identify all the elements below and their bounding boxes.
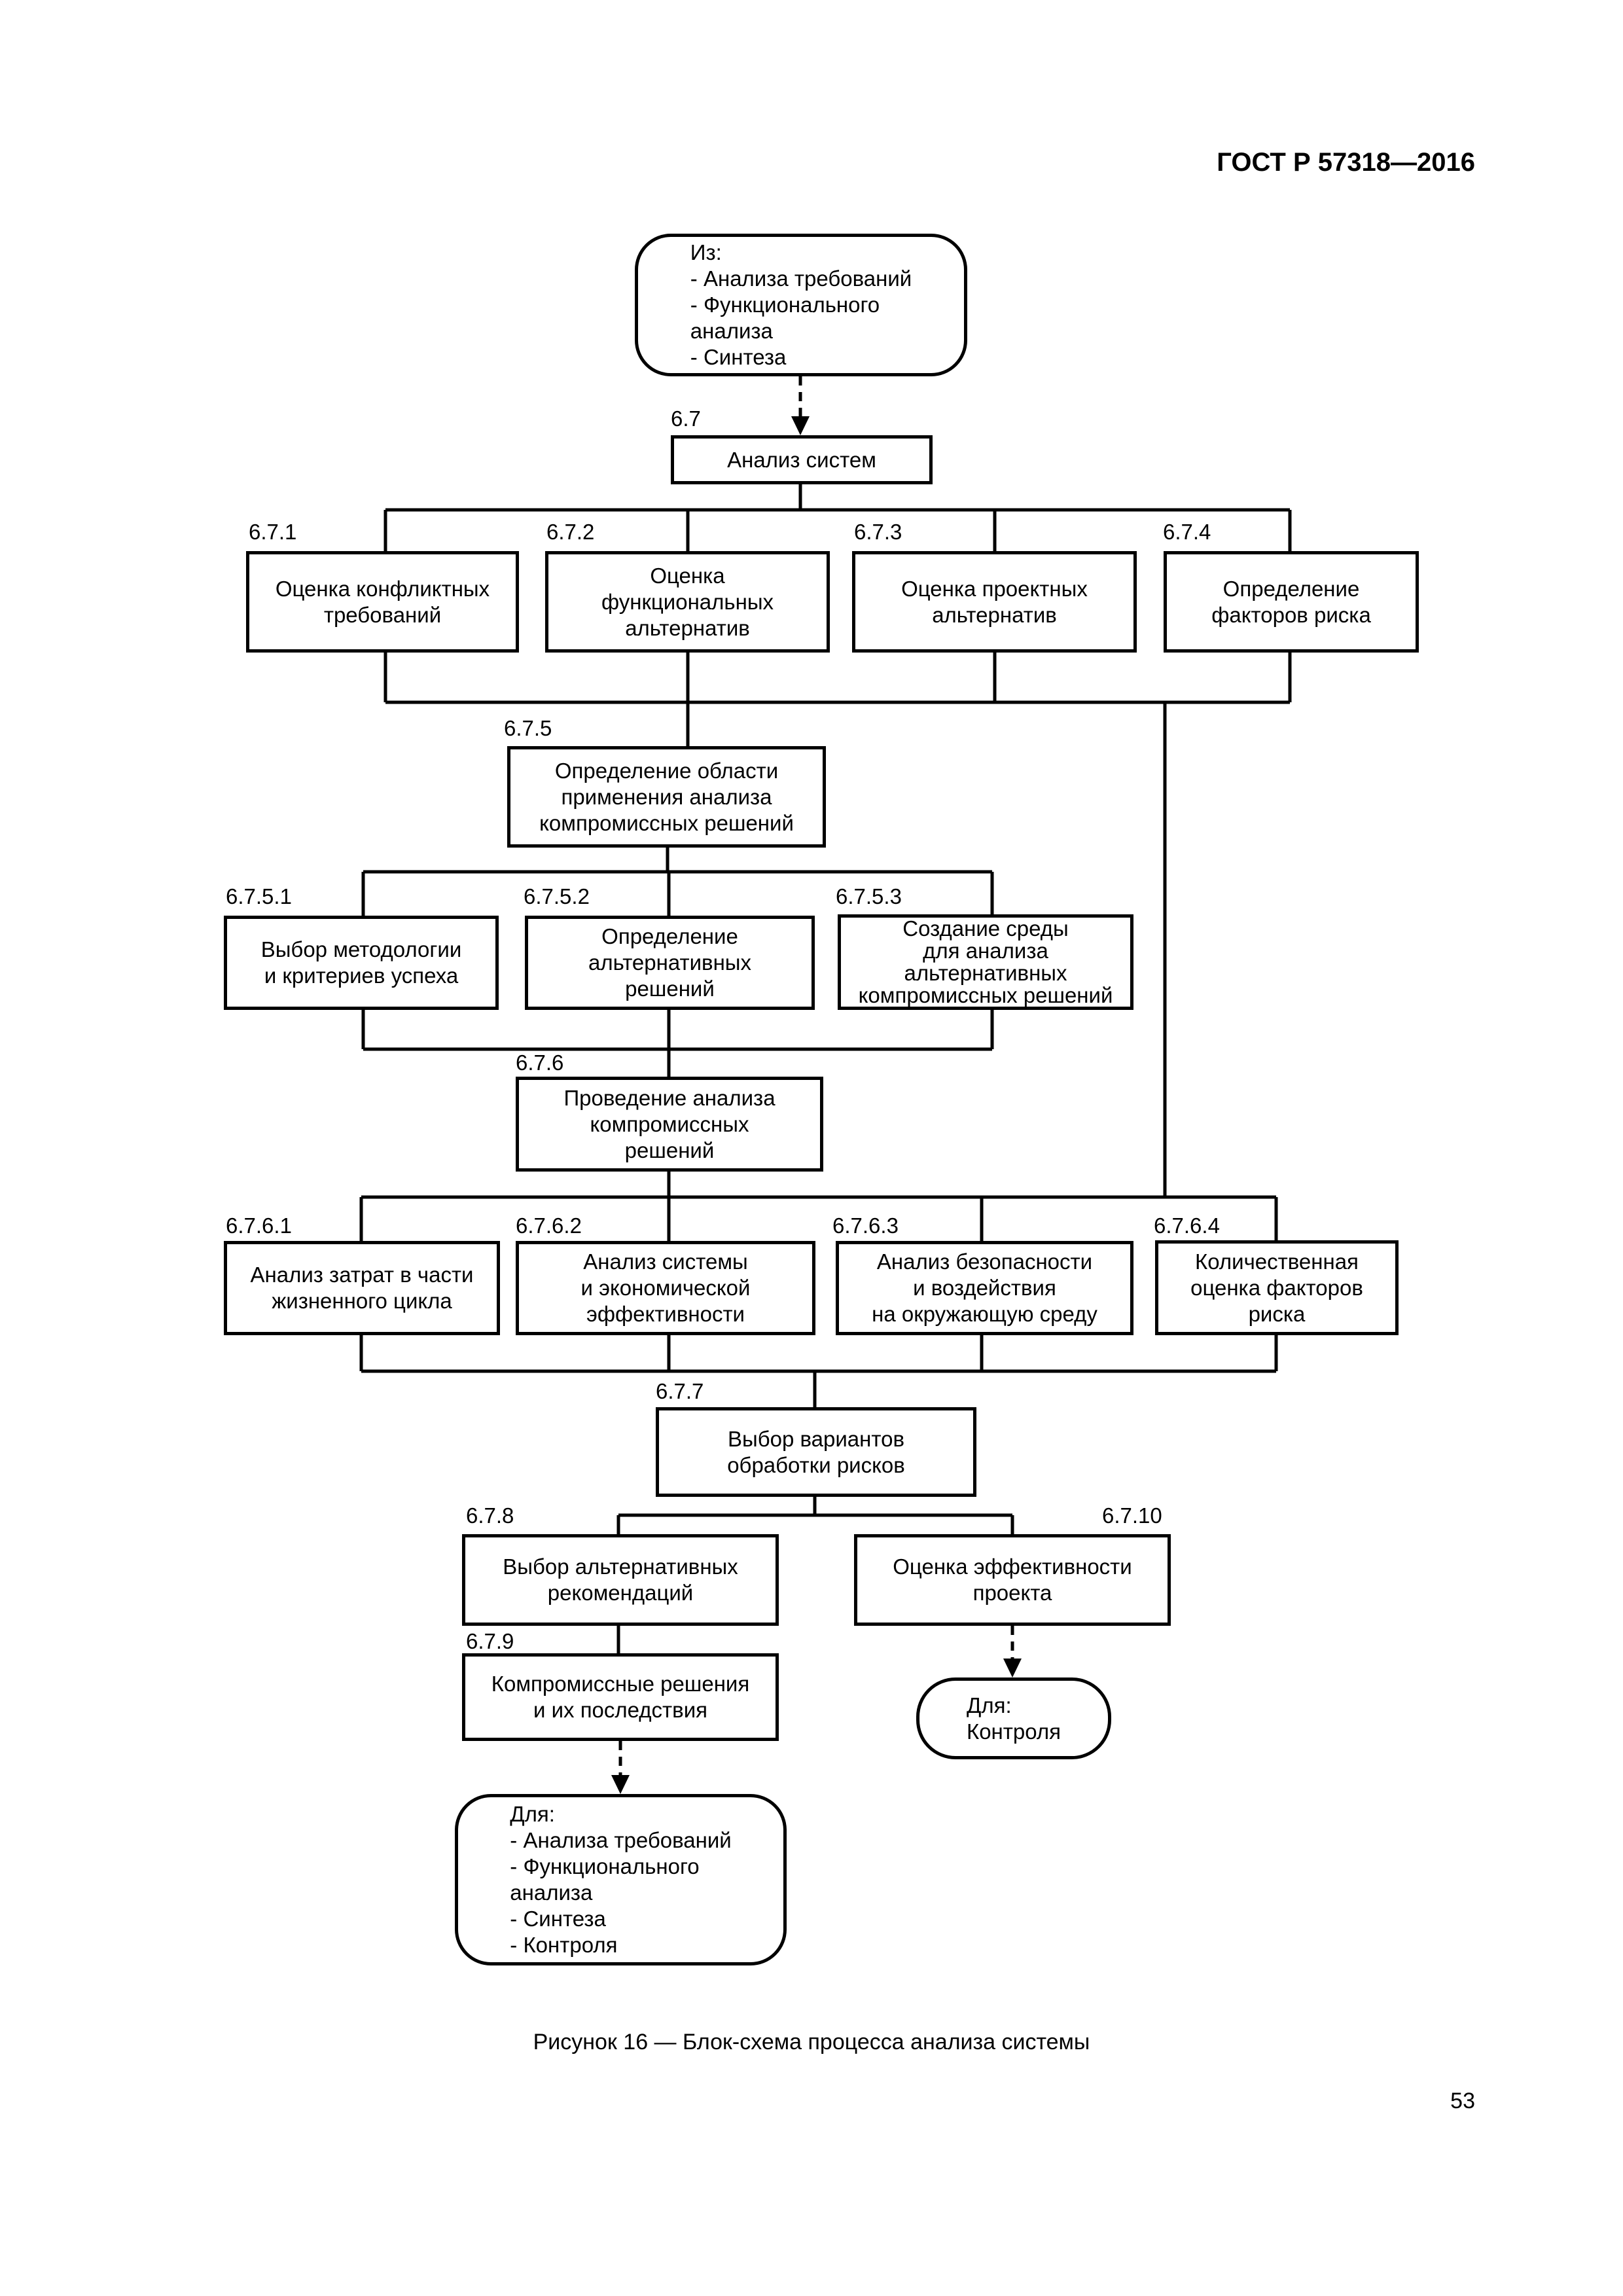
figure-caption: Рисунок 16 — Блок-схема процесса анализа… (533, 2030, 1090, 2054)
terminal-output-control-text: Для: Контроля (966, 1693, 1061, 1744)
page-number: 53 (1450, 2089, 1475, 2113)
step-number-6-7-5-3: 6.7.5.3 (836, 884, 902, 908)
box-quantitative-risk: Количественная оценка факторов риска (1155, 1240, 1399, 1335)
box-project-effectiveness: Оценка эффективности проекта (854, 1534, 1171, 1626)
step-number-6-7-2: 6.7.2 (546, 520, 595, 544)
terminal-output-main-text: Для: - Анализа требований - Функциональн… (510, 1802, 732, 1957)
box-risk-treatment: Выбор вариантов обработки рисков (656, 1407, 976, 1497)
step-number-6-7: 6.7 (671, 406, 701, 431)
box-methodology-selection: Выбор методологии и критериев успеха (224, 916, 499, 1010)
step-number-6-7-5-1: 6.7.5.1 (226, 884, 292, 908)
step-number-6-7-10: 6.7.10 (1102, 1503, 1162, 1528)
step-number-6-7-6: 6.7.6 (516, 1050, 564, 1075)
terminal-output-main: Для: - Анализа требований - Функциональн… (455, 1794, 787, 1965)
box-tradeoff-decisions: Компромиссные решения и их последствия (462, 1653, 779, 1741)
terminal-input-text: Из: - Анализа требований - Функционально… (690, 240, 912, 369)
step-number-6-7-8: 6.7.8 (466, 1503, 514, 1528)
box-safety-environment: Анализ безопасности и воздействия на окр… (836, 1241, 1133, 1335)
step-number-6-7-4: 6.7.4 (1163, 520, 1211, 544)
arrowhead (1003, 1659, 1022, 1677)
step-number-6-7-5-2: 6.7.5.2 (524, 884, 590, 908)
box-alternative-recommendations: Выбор альтернативных рекомендаций (462, 1534, 779, 1626)
box-design-alternatives: Оценка проектных альтернатив (852, 551, 1137, 653)
box-system-economic-effectiveness: Анализ системы и экономической эффективн… (516, 1241, 815, 1335)
box-tradeoff-scope: Определение области применения анализа к… (507, 746, 826, 848)
document-header: ГОСТ Р 57318—2016 (1217, 148, 1475, 177)
box-alternative-solutions: Определение альтернативных решений (525, 916, 815, 1010)
step-number-6-7-9: 6.7.9 (466, 1629, 514, 1653)
box-analysis-environment: Создание среды для анализа альтернативны… (838, 914, 1133, 1010)
box-functional-alternatives: Оценка функциональных альтернатив (545, 551, 830, 653)
step-number-6-7-6-4: 6.7.6.4 (1154, 1213, 1220, 1238)
step-number-6-7-6-3: 6.7.6.3 (832, 1213, 899, 1238)
step-number-6-7-3: 6.7.3 (854, 520, 902, 544)
step-number-6-7-1: 6.7.1 (249, 520, 297, 544)
box-risk-factors: Определение факторов риска (1164, 551, 1419, 653)
step-number-6-7-6-2: 6.7.6.2 (516, 1213, 582, 1238)
arrowhead (791, 416, 810, 435)
box-lifecycle-cost: Анализ затрат в части жизненного цикла (224, 1241, 500, 1335)
step-number-6-7-7: 6.7.7 (656, 1379, 704, 1403)
step-number-6-7-6-1: 6.7.6.1 (226, 1213, 292, 1238)
terminal-input: Из: - Анализа требований - Функционально… (635, 234, 967, 376)
step-number-6-7-5: 6.7.5 (504, 716, 552, 740)
box-system-analysis: Анализ систем (671, 435, 933, 484)
arrowhead (611, 1775, 630, 1794)
box-conflict-requirements: Оценка конфликтных требований (246, 551, 519, 653)
terminal-output-control: Для: Контроля (916, 1677, 1111, 1759)
box-tradeoff-analysis: Проведение анализа компромиссных решений (516, 1077, 823, 1172)
